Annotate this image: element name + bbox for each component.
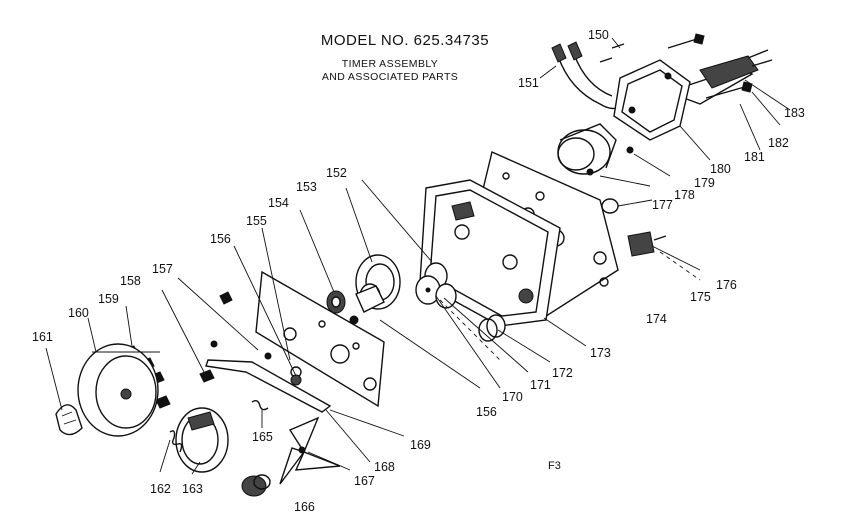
mounting-screws-181-182 — [667, 33, 781, 151]
assembly-title-line1: TIMER ASSEMBLY — [341, 58, 439, 70]
part-label-153: 153 — [296, 180, 317, 194]
part-label-169: 169 — [410, 438, 431, 452]
part-label-157: 157 — [152, 262, 173, 276]
part-label-150: 150 — [588, 28, 609, 42]
part-label-163: 163 — [182, 482, 203, 496]
small-parts-174-177 — [601, 198, 701, 281]
mounting-plate-155 — [255, 270, 385, 408]
cam-wheel-153 — [355, 254, 401, 313]
knob-housing-160 — [77, 343, 160, 437]
part-label-167: 167 — [354, 474, 375, 488]
part-label-176: 176 — [716, 278, 737, 292]
figure-label: F3 — [548, 460, 561, 472]
part-label-173: 173 — [590, 346, 611, 360]
part-label-154: 154 — [268, 196, 289, 210]
gear-set-170-171 — [415, 262, 501, 361]
fan-blade-167 — [279, 416, 341, 485]
part-label-161: 161 — [32, 330, 53, 344]
part-label-183: 183 — [784, 106, 805, 120]
dial-163 — [175, 407, 229, 473]
part-label-172: 172 — [552, 366, 573, 380]
part-label-182: 182 — [768, 136, 789, 150]
linkage-arm-157 — [205, 340, 332, 413]
assembly-title-line2: AND ASSOCIATED PARTS — [321, 71, 459, 83]
part-label-156-bottom: 156 — [476, 405, 497, 419]
part-label-151: 151 — [518, 76, 539, 90]
model-number-title: MODEL NO. 625.34735 — [320, 32, 490, 49]
timer-motor-178 — [557, 123, 671, 187]
knob-cap-161 — [55, 404, 83, 436]
part-label-159: 159 — [98, 292, 119, 306]
motor-cover-180 — [613, 59, 711, 161]
part-label-166: 166 — [294, 500, 315, 514]
part-label-178: 178 — [674, 188, 695, 202]
part-label-158: 158 — [120, 274, 141, 288]
part-label-171: 171 — [530, 378, 551, 392]
part-label-179: 179 — [694, 176, 715, 190]
part-label-156-top: 156 — [210, 232, 231, 246]
part-label-170: 170 — [502, 390, 523, 404]
part-label-174: 174 — [646, 312, 667, 326]
spring-162 — [169, 399, 269, 453]
part-label-168: 168 — [374, 460, 395, 474]
wire-terminals-151 — [551, 41, 625, 110]
bushing-154 — [326, 290, 359, 325]
leader-lines — [45, 37, 701, 475]
part-label-177: 177 — [652, 198, 673, 212]
part-label-165: 165 — [252, 430, 273, 444]
part-label-155: 155 — [246, 214, 267, 228]
part-label-175: 175 — [690, 290, 711, 304]
part-label-152: 152 — [326, 166, 347, 180]
power-cord-plug — [665, 49, 791, 111]
bushing-172 — [478, 314, 506, 342]
part-label-160: 160 — [68, 306, 89, 320]
part-label-162: 162 — [150, 482, 171, 496]
knob-166 — [241, 474, 271, 497]
part-label-181: 181 — [744, 150, 765, 164]
part-label-180: 180 — [710, 162, 731, 176]
